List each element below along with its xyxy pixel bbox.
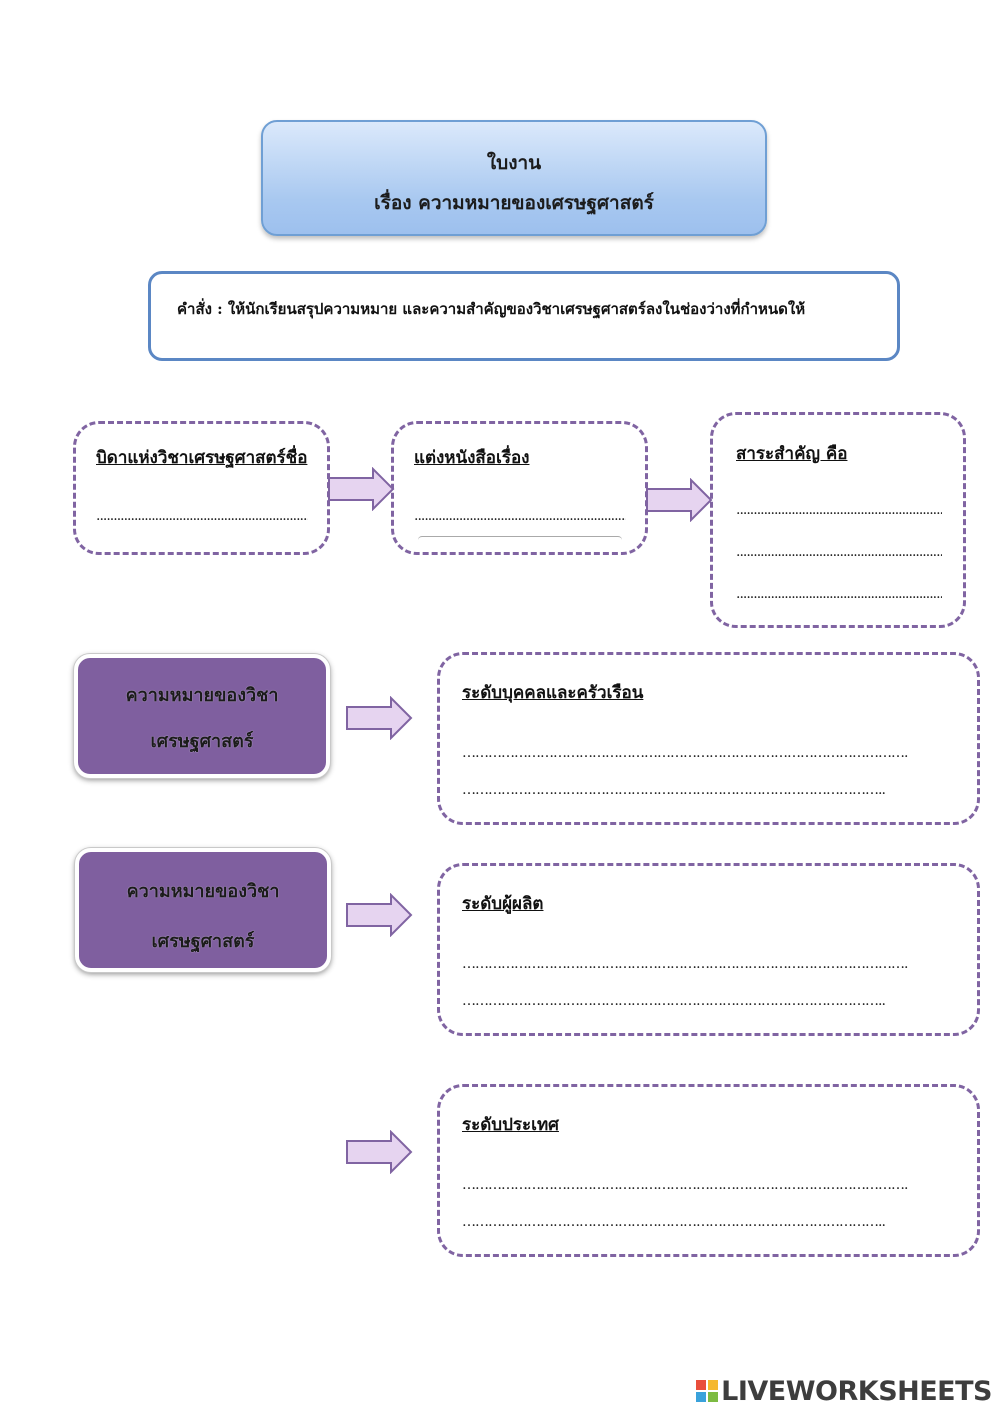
worksheet-label: ใบงาน (486, 152, 542, 174)
meaning-box-line2: เศรษฐศาสตร์ (150, 731, 254, 752)
right-arrow-icon (328, 467, 395, 511)
father-of-economics-label: บิดาแห่งวิชาเศรษฐศาสตร์ชื่อ (96, 448, 308, 468)
liveworksheets-logo-icon (696, 1380, 719, 1402)
book-title-label: แต่งหนังสือเรื่อง (414, 448, 530, 468)
right-arrow-icon (346, 1130, 413, 1174)
key-points-answer-1[interactable]: ........................................… (736, 502, 942, 518)
level-producer-box: ระดับผู้ผลิต ………………………………………………………………………… (437, 863, 980, 1036)
liveworksheets-logo-text: LIVEWORKSHEETS (721, 1376, 992, 1407)
book-title-box: แต่งหนังสือเรื่อง ......................… (391, 421, 648, 555)
answer-underline (418, 536, 622, 541)
right-arrow-icon (346, 696, 413, 740)
father-of-economics-answer[interactable]: ........................................… (96, 508, 308, 524)
level-household-label: ระดับบุคคลและครัวเรือน (462, 683, 644, 703)
meaning-box-1: ความหมายของวิชา เศรษฐศาสตร์ (74, 654, 330, 778)
key-points-box: สาระสำคัญ คือ ..........................… (710, 412, 966, 628)
level-country-label: ระดับประเทศ (462, 1115, 559, 1135)
level-country-box: ระดับประเทศ …………………………………………………………………………… (437, 1084, 980, 1257)
instruction-text: คำสั่ง : ให้นักเรียนสรุปความหมาย และความ… (177, 300, 806, 318)
meaning-box-line2: เศรษฐศาสตร์ (151, 931, 255, 952)
level-country-answer-2[interactable]: …………………………………………………………………………………….. (462, 1214, 886, 1230)
level-country-answer-1[interactable]: …………………………………………………………………………………………. (462, 1177, 908, 1193)
worksheet-topic: เรื่อง ความหมายของเศรษฐศาสตร์ (374, 192, 654, 214)
book-title-answer[interactable]: ........................................… (414, 508, 626, 524)
meaning-box-line1: ความหมายของวิชา (126, 881, 280, 902)
right-arrow-icon (646, 478, 713, 522)
instruction-box: คำสั่ง : ให้นักเรียนสรุปความหมาย และความ… (148, 271, 900, 361)
key-points-label: สาระสำคัญ คือ (736, 444, 848, 464)
key-points-answer-3[interactable]: ........................................… (736, 586, 942, 602)
title-box: ใบงาน เรื่อง ความหมายของเศรษฐศาสตร์ (261, 120, 767, 236)
liveworksheets-logo: LIVEWORKSHEETS (696, 1376, 992, 1407)
meaning-box-line1: ความหมายของวิชา (125, 685, 279, 706)
level-household-answer-1[interactable]: …………………………………………………………………………………………. (462, 745, 908, 761)
right-arrow-icon (346, 893, 413, 937)
father-of-economics-box: บิดาแห่งวิชาเศรษฐศาสตร์ชื่อ ............… (73, 421, 330, 555)
level-producer-label: ระดับผู้ผลิต (462, 894, 544, 914)
key-points-answer-2[interactable]: ........................................… (736, 544, 942, 560)
level-household-box: ระดับบุคคลและครัวเรือน ……………………………………………… (437, 652, 980, 825)
level-producer-answer-1[interactable]: …………………………………………………………………………………………. (462, 956, 908, 972)
meaning-box-2: ความหมายของวิชา เศรษฐศาสตร์ (75, 848, 331, 972)
level-household-answer-2[interactable]: …………………………………………………………………………………….. (462, 782, 886, 798)
level-producer-answer-2[interactable]: …………………………………………………………………………………….. (462, 993, 886, 1009)
